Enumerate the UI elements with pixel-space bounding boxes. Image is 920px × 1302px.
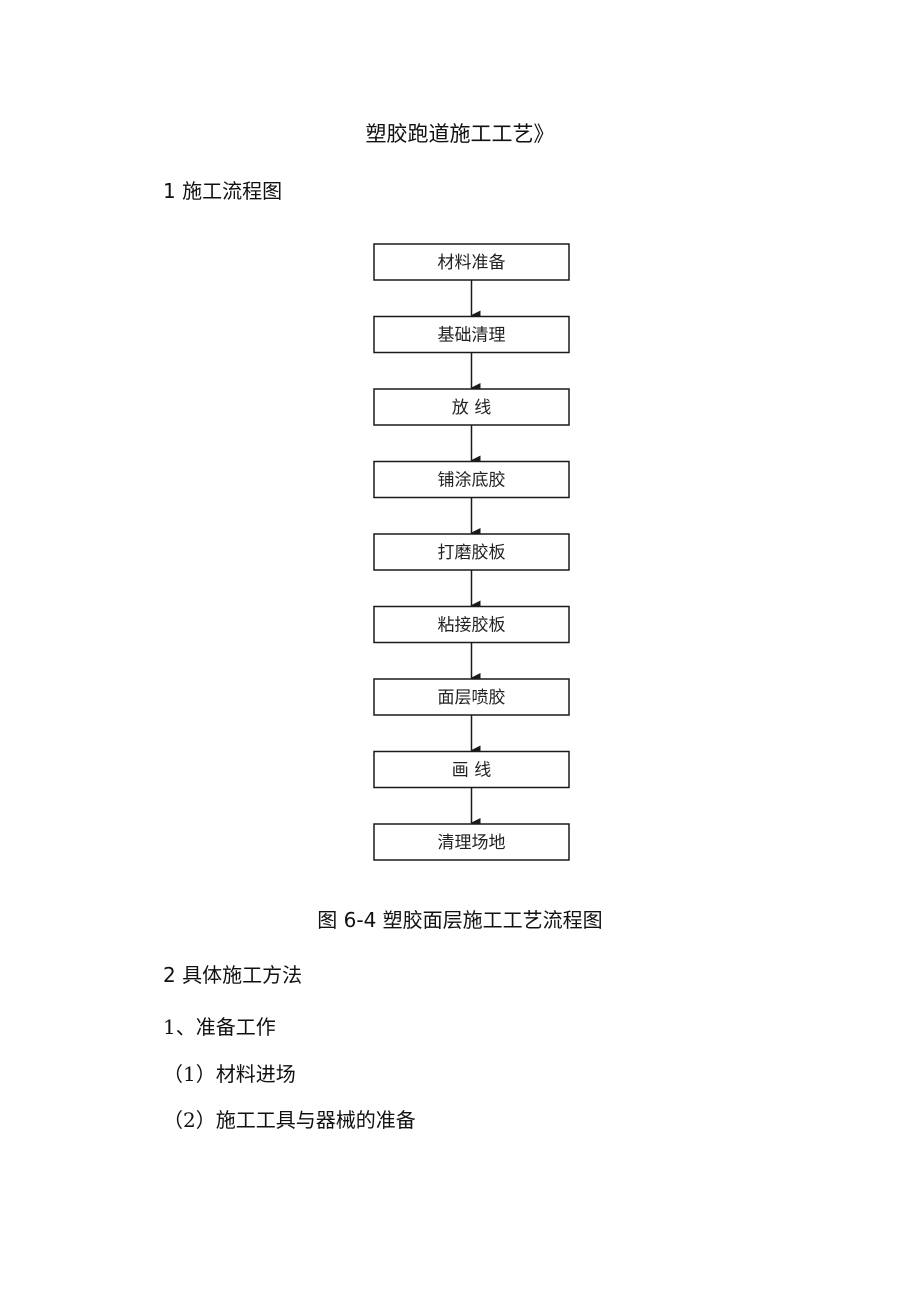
figure-caption: 图 6-4 塑胶面层施工工艺流程图 xyxy=(317,908,603,932)
flow-step-label: 清理场地 xyxy=(438,833,506,853)
flow-step-label: 放 线 xyxy=(452,398,491,418)
flow-step-label: 打磨胶板 xyxy=(438,543,506,563)
flow-step-label: 材料准备 xyxy=(438,253,506,273)
flow-step-box xyxy=(373,388,570,426)
flow-step-label: 面层喷胶 xyxy=(438,688,506,708)
flow-step-label: 铺涂底胶 xyxy=(438,471,506,491)
flow-step-label: 粘接胶板 xyxy=(438,616,506,636)
list-item: （2）施工工具与器械的准备 xyxy=(163,1108,416,1132)
flow-step-box xyxy=(373,678,570,716)
list-item: （1）材料进场 xyxy=(163,1062,296,1086)
document-title: 塑胶跑道施工工艺》 xyxy=(365,122,555,146)
subsection-preparation: 1、准备工作 xyxy=(163,1015,276,1039)
section-1-heading: 1 施工流程图 xyxy=(163,179,283,203)
flow-step-label: 画 线 xyxy=(452,761,491,781)
flow-step-box xyxy=(373,315,570,354)
flow-step-label: 基础清理 xyxy=(438,326,506,346)
flow-step-box xyxy=(373,605,570,644)
flow-step-box xyxy=(373,750,570,789)
flow-step-box xyxy=(373,533,570,571)
flow-step-box xyxy=(373,823,570,861)
section-2-heading: 2 具体施工方法 xyxy=(163,963,303,987)
